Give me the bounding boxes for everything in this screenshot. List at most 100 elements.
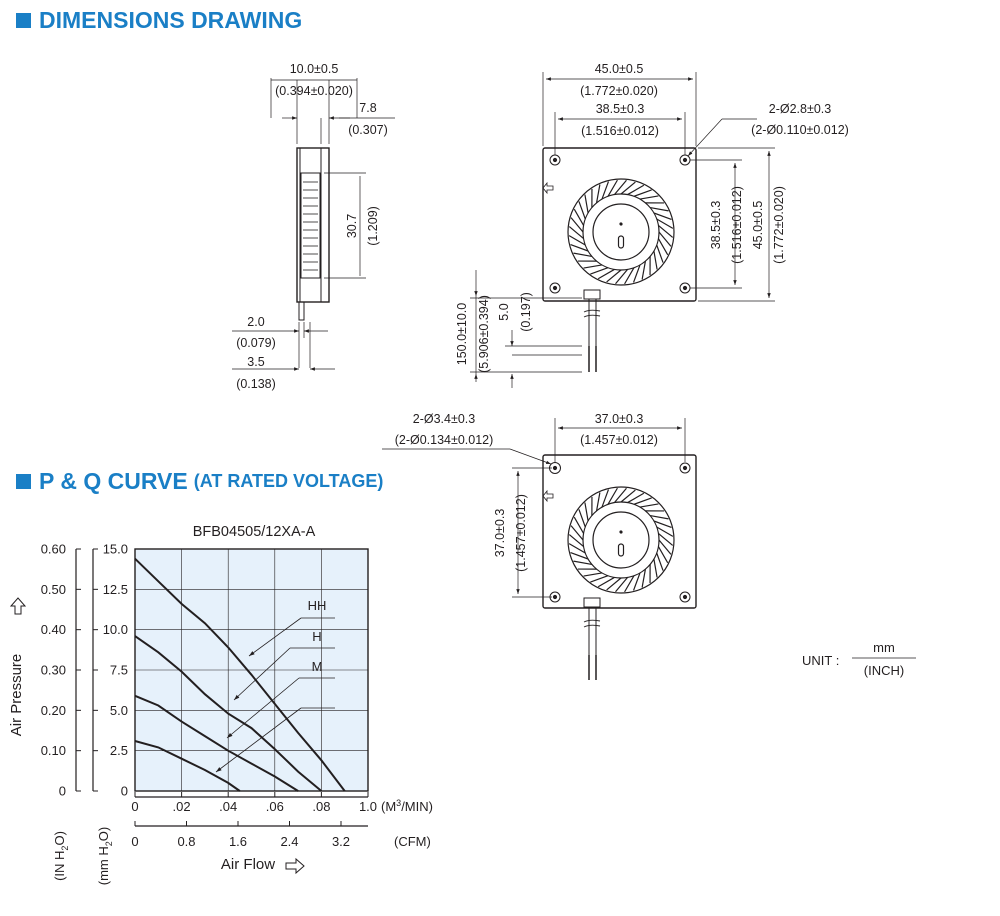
- x-axis-title: Air Flow: [221, 856, 275, 873]
- x-tick-label: .04: [219, 799, 237, 814]
- front-vheight-inch: (1.772±0.020): [772, 186, 786, 264]
- back-vspacing-inch: (1.457±0.012): [514, 494, 528, 572]
- side-view: [232, 78, 395, 371]
- back-holes-label: 2-Ø3.4±0.3: [413, 412, 475, 426]
- side-width-label: 10.0±0.5: [290, 62, 339, 76]
- back-holes-inch: (2-Ø0.134±0.012): [395, 433, 494, 447]
- y-ticks: 02.55.07.510.012.515.000.100.200.300.400…: [41, 542, 128, 799]
- y-unit-mm: (mm H2O): [96, 827, 114, 885]
- y-tick-label-mm: 5.0: [110, 703, 128, 718]
- dimensions-heading: DIMENSIONS DRAWING: [16, 7, 302, 34]
- pq-heading: P & Q CURVE (AT RATED VOLTAGE): [16, 468, 383, 495]
- x-tick-label: .08: [312, 799, 330, 814]
- side-outlet-label: 30.7: [345, 214, 359, 238]
- side-outlet-inch: (1.209): [366, 206, 380, 246]
- x-unit-cfm: (CFM): [394, 834, 431, 849]
- y-tick-label-in: 0.40: [41, 622, 66, 637]
- pq-chart: BFB04505/12XA-A HH H M 02.55.07.510.012.…: [8, 524, 433, 885]
- tab-total-inch: (0.138): [236, 377, 276, 391]
- x2-tick-label: 1.6: [229, 834, 247, 849]
- y-tick-label-mm: 7.5: [110, 663, 128, 678]
- tab-total-label: 3.5: [247, 355, 264, 369]
- side-frame: [296, 147, 330, 303]
- front-holes-label: 2-Ø2.8±0.3: [769, 102, 831, 116]
- chart-grid: [135, 549, 368, 791]
- x-tick-label: 1.0: [359, 799, 377, 814]
- pq-subtitle: (AT RATED VOLTAGE): [193, 471, 384, 491]
- dimensions-title: DIMENSIONS DRAWING: [39, 7, 303, 33]
- front-view: [470, 72, 775, 388]
- front-vheight-label: 45.0±0.5: [751, 201, 765, 250]
- back-spacing-inch: (1.457±0.012): [580, 433, 658, 447]
- lead-tab: [298, 301, 305, 321]
- front-width-inch: (1.772±0.020): [580, 84, 658, 98]
- front-vspacing-label: 38.5±0.3: [709, 201, 723, 250]
- unit-label: UNIT :: [802, 653, 839, 668]
- side-frame-inch: (0.307): [348, 123, 388, 137]
- y-tick-label-in: 0.20: [41, 703, 66, 718]
- series-label-m: M: [312, 659, 323, 674]
- side-outlet: [300, 172, 321, 279]
- strip-label: 5.0: [497, 303, 511, 320]
- y-tick-label-in: 0.30: [41, 663, 66, 678]
- front-spacing-inch: (1.516±0.012): [581, 124, 659, 138]
- impeller: [567, 178, 675, 286]
- pq-title: P & Q CURVE: [39, 468, 188, 494]
- x-tick-label: .02: [173, 799, 191, 814]
- right-arrow-icon: [285, 857, 305, 875]
- series-curve-low: [134, 740, 241, 792]
- heading-square-icon: [16, 13, 31, 28]
- side-frame-label: 7.8: [359, 101, 376, 115]
- unit-mm: mm: [873, 640, 895, 655]
- tab-inch: (0.079): [236, 336, 276, 350]
- tab-label: 2.0: [247, 315, 264, 329]
- impeller-back: [567, 486, 675, 594]
- impeller-blades-back: [568, 487, 674, 593]
- y-tick-label-mm: 10.0: [103, 622, 128, 637]
- heading-square-icon: [16, 474, 31, 489]
- front-spacing-label: 38.5±0.3: [596, 102, 645, 116]
- front-holes-inch: (2-Ø0.110±0.012): [751, 123, 849, 137]
- x2-tick-label: 2.4: [280, 834, 298, 849]
- x-tick-label: .06: [266, 799, 284, 814]
- y-tick-label-in: 0.50: [41, 582, 66, 597]
- x2-tick-label: 0.8: [177, 834, 195, 849]
- y-axis-title: Air Pressure: [8, 654, 25, 737]
- fan-body-back: [542, 454, 697, 609]
- back-vspacing-label: 37.0±0.3: [493, 509, 507, 558]
- lead-length-inch: (5.906±0.394): [477, 295, 491, 373]
- series-curve-h: [134, 635, 323, 792]
- series-label-hh: HH: [308, 598, 327, 613]
- y-tick-label-in: 0: [59, 784, 66, 799]
- x2-tick-label: 0: [131, 834, 138, 849]
- front-width-label: 45.0±0.5: [595, 62, 644, 76]
- series-label-h: H: [312, 629, 321, 644]
- y-tick-label-mm: 0: [121, 784, 128, 799]
- y-tick-label-mm: 2.5: [110, 743, 128, 758]
- series-curve-hh: [134, 557, 346, 792]
- x2-tick-label: 3.2: [332, 834, 350, 849]
- arrow-icon: [542, 489, 554, 503]
- y-unit-in: (IN H2O): [52, 831, 70, 881]
- strip-inch: (0.197): [519, 292, 533, 332]
- y-tick-label-mm: 15.0: [103, 542, 128, 557]
- y-tick-label-in: 0.10: [41, 743, 66, 758]
- arrow-icon: [542, 181, 554, 195]
- series-curve-m: [134, 694, 299, 792]
- x-ticks: 0 .02 .04 .06 .08 1.0 0 0.8 1.6 2.4 3.2: [131, 792, 377, 849]
- back-view: [382, 418, 697, 680]
- lead-length-label: 150.0±10.0: [455, 303, 469, 366]
- side-width-inch: (0.394±0.020): [275, 84, 353, 98]
- unit-inch: (INCH): [864, 663, 904, 678]
- chart-title: BFB04505/12XA-A: [193, 524, 316, 540]
- x-unit-m3: (M3/MIN): [381, 798, 433, 814]
- x-tick-label: 0: [131, 799, 138, 814]
- front-vspacing-inch: (1.516±0.012): [730, 186, 744, 264]
- back-spacing-label: 37.0±0.3: [595, 412, 644, 426]
- impeller-blades: [568, 179, 674, 285]
- fan-body: [542, 147, 697, 302]
- y-tick-label-in: 0.60: [41, 542, 66, 557]
- chart-curves: [134, 557, 346, 792]
- plot-frame: [134, 548, 369, 792]
